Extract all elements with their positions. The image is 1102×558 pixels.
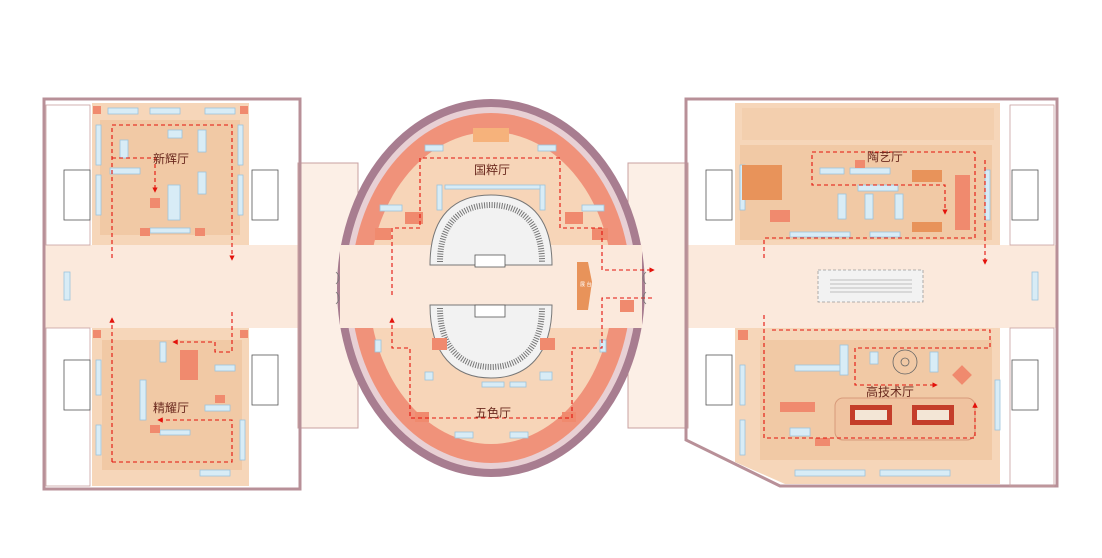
central-oval: 展 台 xyxy=(337,99,655,477)
escalator xyxy=(817,269,924,303)
lower-rotunda-box xyxy=(474,304,506,318)
center-sign-label: 展 台 xyxy=(580,281,592,288)
hall-label-wuse: 五色厅 xyxy=(475,406,511,420)
upper-rotunda-box xyxy=(474,254,506,268)
taoyi-hall-band xyxy=(742,108,994,140)
right-corridor-window xyxy=(1031,271,1039,301)
left-stair-bottom xyxy=(63,359,91,411)
left-inner-stair-bottom xyxy=(251,354,279,406)
left-stair-top xyxy=(63,169,91,221)
hall-label-gaojishu: 高技术厅 xyxy=(866,384,914,399)
hall-labels: 新辉厅 陶艺厅 精耀厅 高技术厅 国粹厅 五色厅 xyxy=(153,149,914,420)
right-wing xyxy=(684,97,1059,488)
escalator-steps xyxy=(830,279,912,293)
wuse-route xyxy=(389,297,652,419)
right-stair-top xyxy=(1011,169,1039,221)
left-wing-outline xyxy=(42,97,302,491)
hall-label-taoyi: 陶艺厅 xyxy=(867,149,903,164)
left-wing xyxy=(42,97,302,491)
right-stair-bottom xyxy=(1011,359,1039,411)
wuse-display-cases xyxy=(374,339,607,439)
jingyao-red-features xyxy=(93,330,248,433)
jingyao-display-cases xyxy=(95,341,246,477)
hall-label-jingyao: 精耀厅 xyxy=(153,401,189,415)
right-wing-outline xyxy=(684,97,1059,488)
guocui-display-cases xyxy=(379,128,605,212)
gaojishu-center-exhibit xyxy=(834,349,976,441)
taoyi-route xyxy=(763,151,976,258)
upper-rotunda-steps xyxy=(437,201,545,263)
gaojishu-route xyxy=(763,315,978,439)
center-sign xyxy=(577,262,592,310)
hall-label-xinhui: 新辉厅 xyxy=(153,151,189,166)
doorways xyxy=(335,271,647,305)
wuse-red-features xyxy=(415,300,634,422)
xinhui-route xyxy=(111,124,235,261)
gaojishu-red-features xyxy=(738,330,972,446)
xinhui-route-inner xyxy=(112,157,158,193)
hall-label-guocui: 国粹厅 xyxy=(474,163,510,177)
jingyao-route xyxy=(172,312,233,353)
right-side-rooms-top xyxy=(1009,104,1055,246)
taoyi-red-features xyxy=(742,160,970,232)
gaojishu-route-top xyxy=(772,329,991,388)
xinhui-red-features xyxy=(93,106,248,236)
left-corridor-window xyxy=(63,271,71,301)
right-inner-stair-bottom xyxy=(705,354,733,406)
xinhui-display-cases xyxy=(95,107,244,234)
guocui-red-features xyxy=(375,212,608,240)
right-side-rooms-bottom xyxy=(1009,327,1055,487)
gaojishu-display-cases xyxy=(739,344,1001,477)
left-inner-stair-top xyxy=(251,169,279,221)
right-inner-stair-top xyxy=(705,169,733,221)
guocui-route xyxy=(391,157,655,295)
jingyao-route-bottom xyxy=(112,417,233,463)
